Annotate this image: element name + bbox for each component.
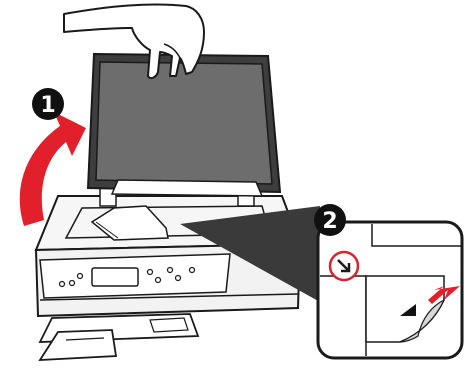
step-2-badge: 2: [314, 204, 346, 236]
step-2-number: 2: [322, 209, 337, 234]
step-1-number: 1: [40, 93, 55, 118]
touch-screen: [92, 268, 138, 286]
scanner-lid: [88, 54, 280, 206]
zoom-detail-box: [318, 222, 462, 358]
step-1-badge: 1: [32, 88, 64, 120]
